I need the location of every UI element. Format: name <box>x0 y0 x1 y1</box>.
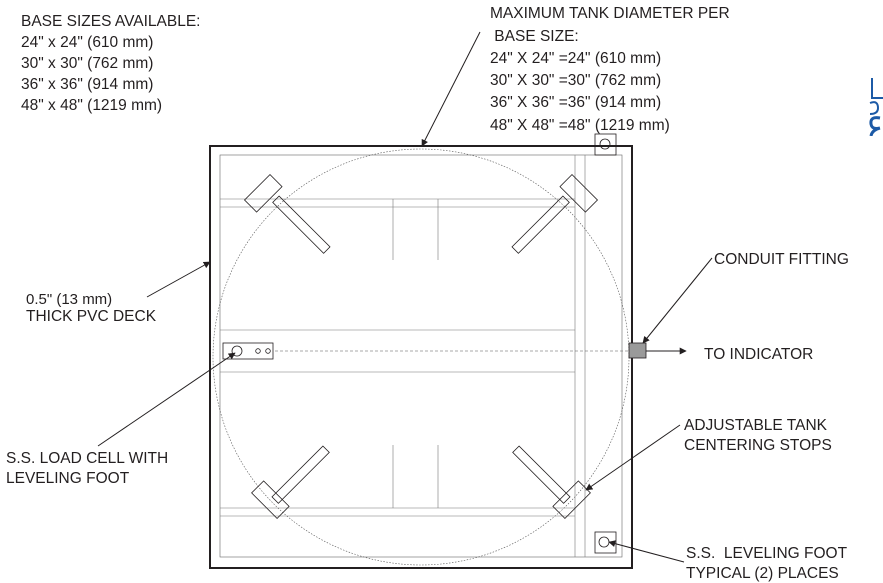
frame-rails <box>220 155 586 557</box>
conduit-fitting-label: CONDUIT FITTING <box>714 251 849 268</box>
load-cell-bar <box>222 342 274 360</box>
max-diameter-heading: MAXIMUM TANK DIAMETER PER <box>490 5 730 22</box>
ss-leveling-foot-label: S.S. LEVELING FOOT <box>686 545 848 562</box>
conduit-fitting <box>628 342 647 359</box>
max-diameter-leader <box>421 31 481 147</box>
centering-stop-bottom-left <box>251 445 330 519</box>
centering-stops-label-2: CENTERING STOPS <box>684 437 832 454</box>
leveling-foot-leader <box>608 540 685 563</box>
base-size-36: 36" x 36" (914 mm) <box>21 76 154 93</box>
load-cell-leader <box>97 352 236 447</box>
load-cell-label: S.S. LOAD CELL WITH <box>6 450 169 467</box>
centering-stop-top-right <box>511 173 599 254</box>
deck-leader <box>146 261 211 298</box>
frame-outline <box>219 154 623 558</box>
base-size-30: 30" x 30" (762 mm) <box>21 55 154 72</box>
leveling-foot-label: LEVELING FOOT <box>6 470 130 487</box>
to-indicator-label: TO INDICATOR <box>704 346 814 363</box>
max-diameter-subheading: BASE SIZE: <box>490 28 579 45</box>
deck-material-label: THICK PVC DECK <box>26 308 157 325</box>
max-tank-diameter-circle <box>212 148 630 566</box>
load-cell-hole-small-1 <box>255 348 261 354</box>
leveling-foot-top <box>594 133 617 156</box>
base-sizes-heading: BASE SIZES AVAILABLE: <box>21 13 201 30</box>
load-cell-hole-small-2 <box>265 348 271 354</box>
centering-stop-bottom-right <box>512 445 591 519</box>
deck-thickness-label: 0.5" (13 mm) <box>26 291 113 308</box>
centering-stops-leader <box>585 424 681 491</box>
max-diameter-36: 36" X 36" =36" (914 mm) <box>490 94 662 111</box>
leveling-foot-bottom <box>594 531 617 554</box>
max-diameter-24: 24" X 24" =24" (610 mm) <box>490 50 662 67</box>
cropped-heading-fragment <box>866 78 883 136</box>
max-diameter-30: 30" X 30" =30" (762 mm) <box>490 72 662 89</box>
max-diameter-48: 48" X 48" =48" (1219 mm) <box>490 117 670 134</box>
base-size-24: 24" x 24" (610 mm) <box>21 34 154 51</box>
centering-stop-top-left <box>243 173 331 254</box>
centering-stops-label-1: ADJUSTABLE TANK <box>684 417 827 434</box>
conduit-leader <box>642 257 713 344</box>
base-size-48: 48" x 48" (1219 mm) <box>21 97 163 114</box>
load-cell-hole-large <box>231 345 243 357</box>
typical-places-label: TYPICAL (2) PLACES <box>686 565 839 582</box>
